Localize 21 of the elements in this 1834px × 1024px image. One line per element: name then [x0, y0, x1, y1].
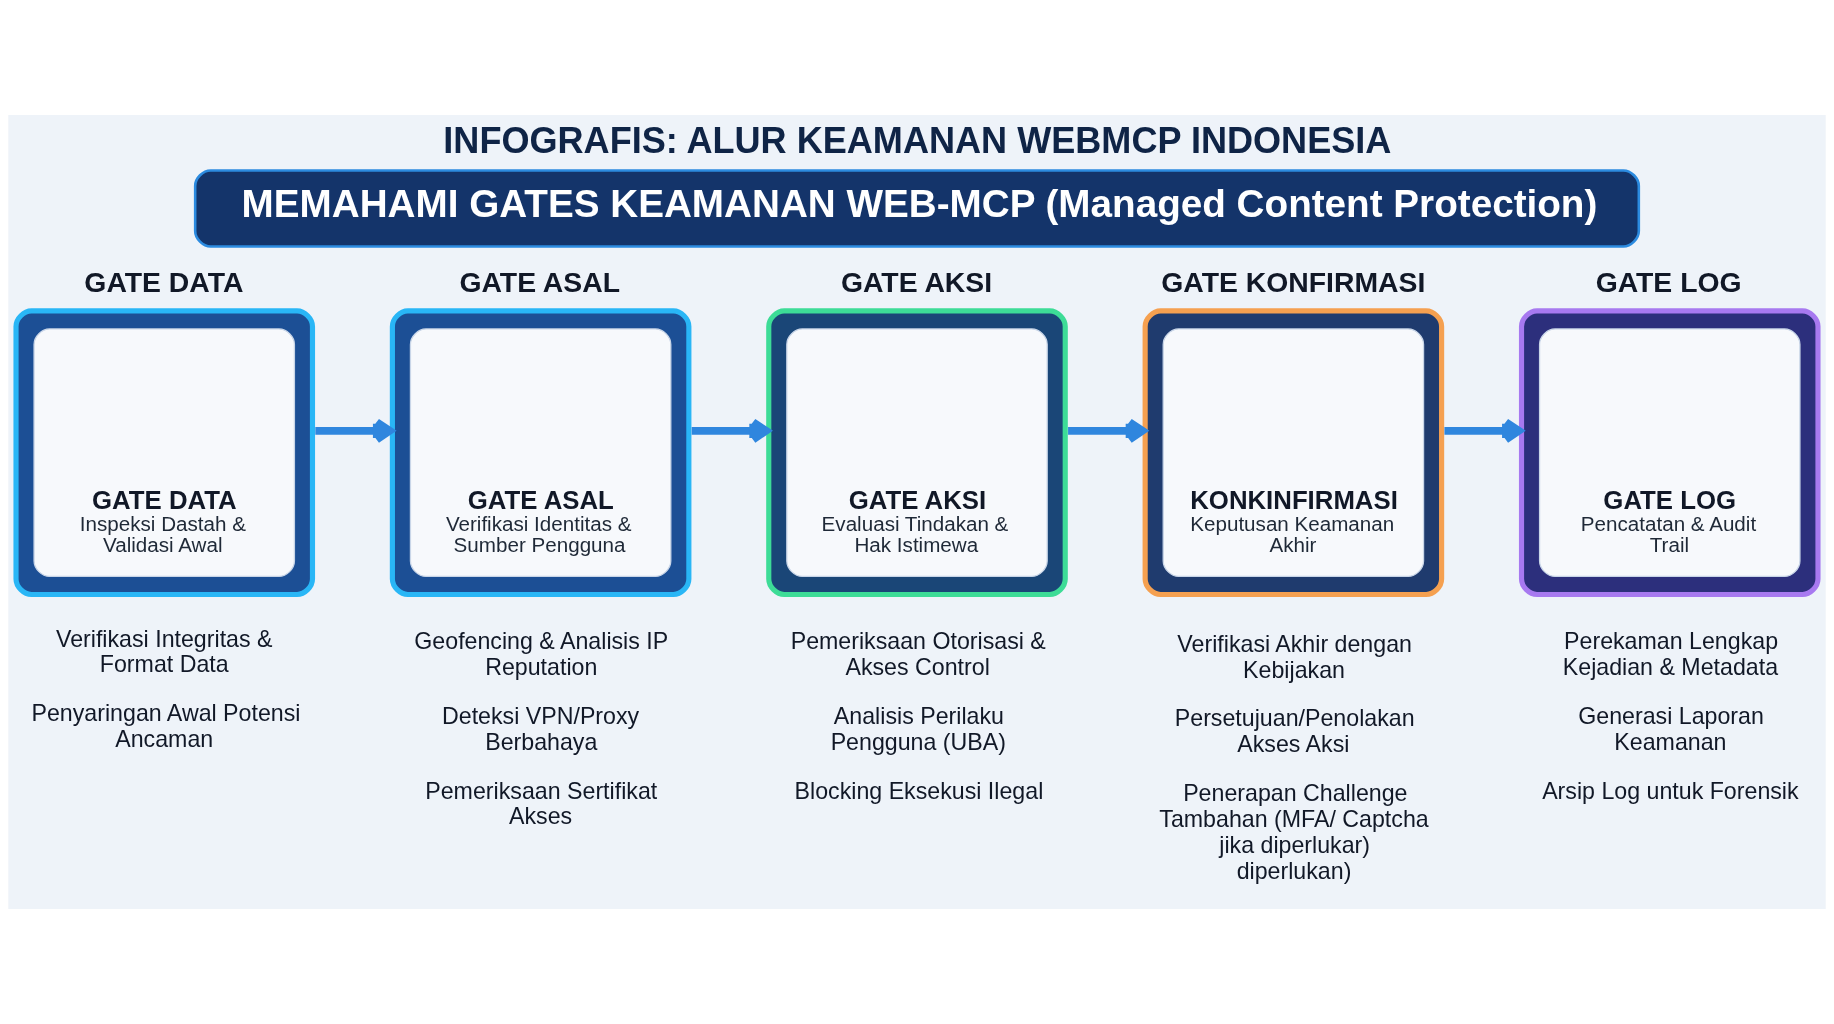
node-label: GATE LOG	[1595, 266, 1742, 299]
node-box: MEMAHAMI GATES KEAMANAN WEB-MCP (Managed Content Protection)	[193, 169, 1641, 248]
node-label: Blocking Eksekusi Ilegal	[794, 777, 1044, 804]
node-label: Pemeriksaan Sertifikat Akses	[425, 777, 658, 830]
node-label: Pemeriksaan Otorisasi & Akses Control	[790, 628, 1046, 680]
node-label: Verifikasi Integritas & Format Data	[55, 625, 273, 678]
node-label: GATE AKSI	[840, 266, 993, 299]
node-label: Arsip Log untuk Forensik	[1542, 777, 1799, 804]
node-label: Penerapan Challenge Tambahan (MFA/ Captcha jika diperlukar) diperlukan)	[1159, 780, 1429, 884]
node-label: GATE DATA	[84, 266, 244, 299]
node-label: Analisis Perilaku Pengguna (UBA)	[830, 702, 1006, 755]
node-label: Verifikasi Akhir dengan Kebijakan	[1177, 630, 1412, 683]
node-label: Generasi Laporan Keamanan	[1578, 702, 1764, 755]
diagram-title: INFOGRAFIS: ALUR KEAMANAN WEBMCP INDONESIA	[443, 119, 1392, 161]
node-label: GATE KONFIRMASI	[1161, 266, 1426, 299]
node-label: Geofencing & Analisis IP Reputation	[414, 628, 669, 680]
node-label: Penyaringan Awal Potensi Ancaman	[31, 700, 301, 753]
node-label: Deteksi VPN/Proxy Berbahaya	[442, 702, 640, 755]
node-label: GATE ASAL	[459, 266, 621, 299]
node-label: Persetujuan/Penolakan Akses Aksi	[1174, 705, 1415, 758]
node-label: Perekaman Lengkap Kejadian & Metadata	[1562, 628, 1779, 680]
